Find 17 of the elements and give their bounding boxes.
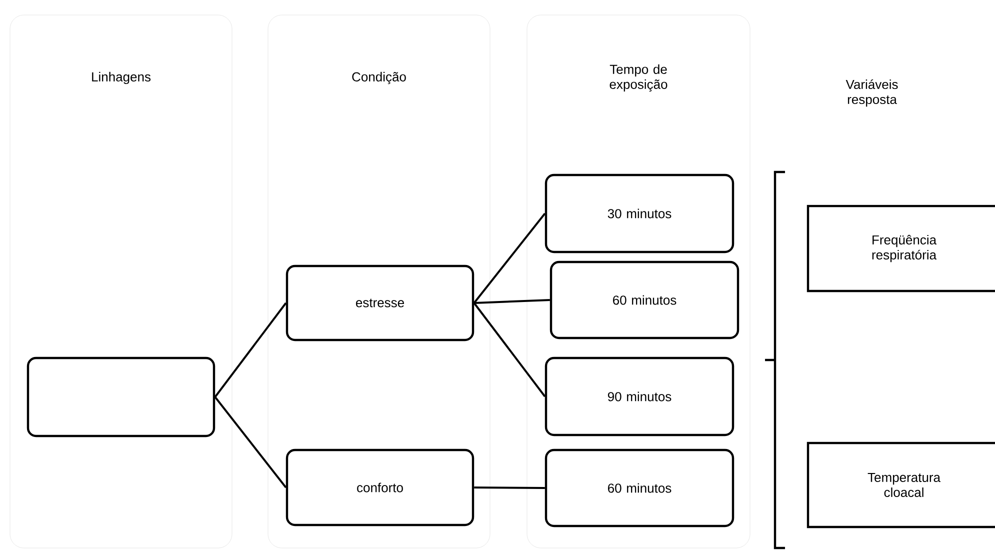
connector-line — [214, 396, 287, 488]
connector-line — [214, 302, 287, 398]
connector-line — [473, 302, 546, 398]
process-box: 60 minutos — [544, 448, 734, 528]
process-box: 90 minutos — [544, 356, 734, 436]
connector-line — [474, 486, 545, 489]
process-box: Temperatura cloacal — [806, 442, 995, 528]
process-box: estresse — [286, 264, 474, 342]
empty-box — [26, 356, 216, 438]
process-box: Freqüência respiratória — [806, 204, 995, 292]
process-box: 60 minutos — [550, 260, 740, 340]
process-box: conforto — [286, 448, 474, 526]
process-box: 30 minutos — [544, 174, 734, 254]
column-panel: Linhagens — [10, 14, 232, 548]
column-heading: Variáveis resposta — [846, 79, 898, 107]
connector-line — [474, 299, 550, 304]
connector-line — [473, 212, 546, 304]
